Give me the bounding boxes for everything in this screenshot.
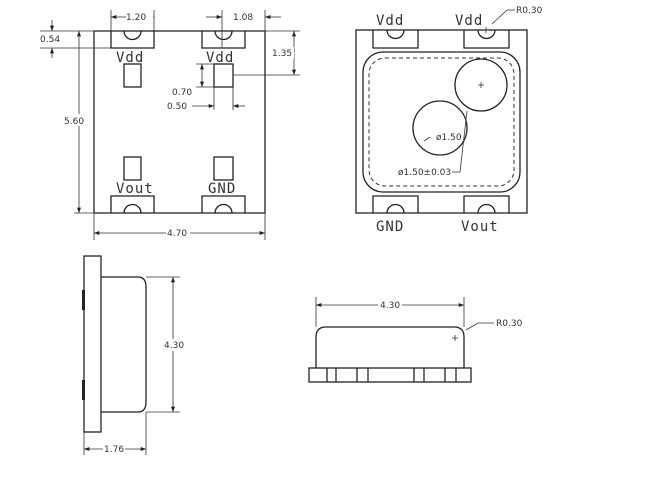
top-view: Vdd Vdd Vout GND 1.20 1.08 0.54 5.60 4.7… [40,10,300,240]
land-2 [213,63,234,88]
pin-label-vout: Vout [461,219,499,235]
pad-vdd-right [201,30,246,49]
dim-front-length: 4.30 [380,301,400,311]
small-hole [412,100,468,156]
dim-height: 5.60 [64,117,84,127]
dim-pad-y: 1.35 [272,49,292,59]
side-view-body [101,276,147,413]
dim-pad-width: 1.20 [126,13,146,23]
dim-land-width: 0.50 [167,102,187,112]
pin-label-gnd: GND [208,181,236,197]
dim-radius: R0.30 [516,6,543,16]
dim-large-hole: ø1.50±0.03 [398,168,451,178]
pin-label-vdd-left: Vdd [376,13,404,29]
side-view: 4.30 1.76 [82,255,184,455]
dim-pad-depth: 0.54 [40,35,60,45]
front-view-base [308,367,472,383]
land-4 [213,156,234,181]
dim-small-hole: ø1.50 [436,133,462,143]
pad-vout [110,195,155,214]
front-view: 4.30 R0.30 [308,297,523,383]
dim-width: 4.70 [167,229,187,239]
dim-front-radius: R0.30 [496,319,523,329]
top-view-body [93,30,266,214]
front-view-body [315,326,465,368]
bottom-view: Vdd Vdd GND Vout R0.30 ø1.50 ø1.50±0.03 [355,6,543,235]
side-view-plate [83,255,102,433]
large-hole [454,58,508,112]
land-3 [123,156,142,181]
pin-label-vdd-right: Vdd [206,50,234,66]
lid-dashed-outline [368,57,515,187]
dim-length: 4.30 [164,341,184,351]
pin-label-vdd-right: Vdd [455,13,483,29]
dim-thickness: 1.76 [104,445,124,455]
bottom-view-body [355,29,528,214]
pad-vdd-left [110,30,155,49]
pad-gnd [201,195,246,214]
pin-label-gnd: GND [376,219,404,235]
dim-pad-right-offset: 1.08 [233,13,253,23]
pin-label-vout: Vout [116,181,154,197]
land-1 [123,63,142,88]
lid-outline [362,51,521,193]
pin-label-vdd-left: Vdd [116,50,144,66]
dim-land-height: 0.70 [172,88,192,98]
